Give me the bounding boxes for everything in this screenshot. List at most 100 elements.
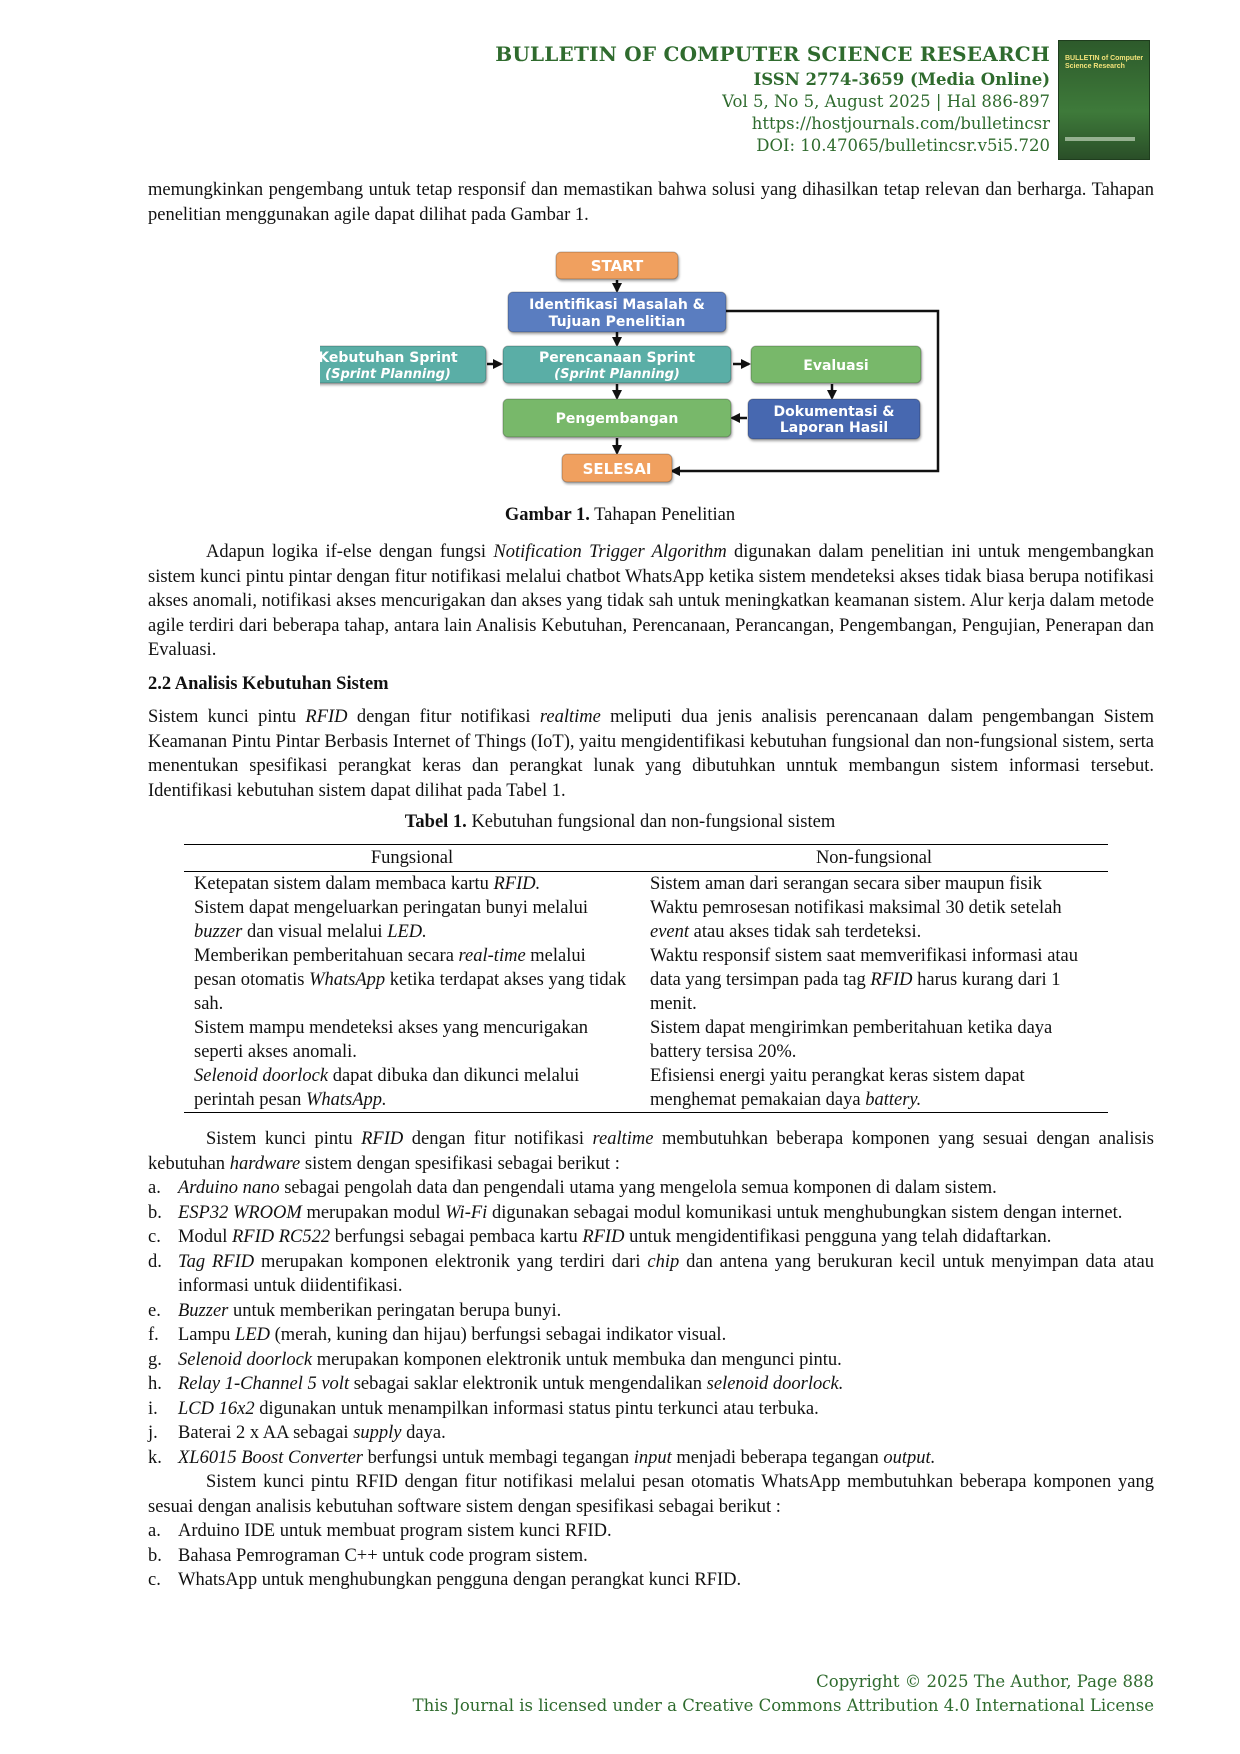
hardware-list-item: b.ESP32 WROOM merupakan modul Wi-Fi digu… <box>148 1201 1154 1226</box>
list-marker: a. <box>148 1178 161 1198</box>
italic-term: Wi-Fi <box>445 1202 488 1223</box>
label-evaluasi: Evaluasi <box>803 358 868 374</box>
italic-term: real-time <box>458 946 526 966</box>
figure-1-caption: Gambar 1. Tahapan Penelitian <box>0 505 1240 526</box>
table-header-fungsional: Fungsional <box>184 844 640 872</box>
hardware-list-item: d.Tag RFID merupakan komponen elektronik… <box>148 1250 1154 1299</box>
paragraph-analisis: Sistem kunci pintu RFID dengan fitur not… <box>148 705 1154 803</box>
text-run: Sistem mampu mendeteksi akses yang mencu… <box>194 1018 589 1062</box>
text-run: untuk mengidentifikasi pengguna yang tel… <box>624 1227 1052 1247</box>
italic-term: RFID <box>582 1227 625 1247</box>
node-identifikasi <box>507 291 727 333</box>
label-perencanaan-1: Perencanaan Sprint <box>539 350 695 366</box>
italic-term: Selenoid doorlock <box>178 1349 313 1370</box>
p2-text-a: Adapun logika if-else dengan fungsi <box>206 542 494 562</box>
italic-term: RFID <box>870 970 913 990</box>
software-list-item: b.Bahasa Pemrograman C++ untuk code prog… <box>148 1544 1154 1569</box>
table-caption-text: Kebutuhan fungsional dan non-fungsional … <box>466 812 836 832</box>
table-cell-non-fungsional: Waktu pemrosesan notifikasi maksimal 30 … <box>640 896 1108 944</box>
footer-license[interactable]: This Journal is licensed under a Creativ… <box>412 1696 1154 1715</box>
cover-title: BULLETIN of Computer Science Research <box>1065 55 1144 70</box>
text-run: Efisiensi energi yaitu perangkat keras s… <box>650 1066 1025 1110</box>
table-row: Selenoid doorlock dapat dibuka dan dikun… <box>184 1064 1108 1113</box>
table-cell-non-fungsional: Waktu responsif sistem saat memverifikas… <box>640 944 1108 1016</box>
hardware-list-item: a. Arduino nano sebagai pengolah data dan… <box>148 1176 1154 1201</box>
journal-title: BULLETIN OF COMPUTER SCIENCE RESEARCH <box>495 42 1050 66</box>
p3-text-a: Sistem kunci pintu <box>148 707 306 727</box>
table-header-row: Fungsional Non-fungsional <box>184 844 1108 872</box>
table-row: Memberikan pemberitahuan secara real-tim… <box>184 944 1108 1016</box>
footer-copyright: Copyright © 2025 The Author, Page 888 <box>816 1672 1154 1691</box>
italic-term: XL6015 Boost Converter <box>178 1447 363 1468</box>
table-cell-non-fungsional: Sistem dapat mengirimkan pemberitahuan k… <box>640 1016 1108 1064</box>
hardware-list-item: j.Baterai 2 x AA sebagai supply daya. <box>148 1421 1154 1446</box>
italic-term: Arduino nano <box>178 1178 280 1198</box>
italic-term: WhatsApp. <box>306 1090 387 1110</box>
journal-doi[interactable]: DOI: 10.47065/bulletincsr.v5i5.720 <box>756 136 1050 155</box>
text-run: sebagai pengolah data dan pengendali uta… <box>279 1178 997 1198</box>
figure-caption-text: Tahapan Penelitian <box>589 505 736 525</box>
hardware-list-item: i.LCD 16x2 digunakan untuk menampilkan i… <box>148 1397 1154 1422</box>
text-run: Sistem aman dari serangan secara siber m… <box>650 874 1042 894</box>
text-run: Memberikan pemberitahuan secara <box>194 946 459 966</box>
list-marker: d. <box>148 1251 162 1272</box>
list-marker: c. <box>148 1570 161 1590</box>
table-cell-non-fungsional: Efisiensi energi yaitu perangkat keras s… <box>640 1064 1108 1113</box>
list-marker: b. <box>148 1545 162 1566</box>
p2-italic-algorithm: Notification Trigger Algorithm <box>493 542 727 562</box>
label-kebutuhan-2: (Sprint Planning) <box>325 367 451 382</box>
text-run: berfungsi sebagai pembaca kartu <box>330 1227 583 1247</box>
italic-term: RFID RC522 <box>231 1227 331 1247</box>
table-caption-label: Tabel 1. <box>404 812 467 832</box>
text-run: merupakan modul <box>301 1202 446 1223</box>
text-run: atau akses tidak sah terdeteksi. <box>689 922 922 942</box>
text-run: Lampu <box>178 1325 236 1345</box>
table-1-caption: Tabel 1. Kebutuhan fungsional dan non-fu… <box>0 812 1240 833</box>
text-run: Waktu responsif sistem saat memverifikas… <box>650 946 1079 990</box>
p4-text-a: Sistem kunci pintu <box>206 1129 362 1149</box>
text-run: digunakan sebagai modul komunikasi untuk… <box>487 1202 1123 1223</box>
p3-text-c: dengan fitur notifikasi <box>347 707 540 727</box>
text-run: menjadi beberapa tegangan <box>671 1447 884 1468</box>
italic-term: event <box>650 922 690 942</box>
list-marker: e. <box>148 1300 161 1321</box>
text-run: ketika terdapat akses yang tidak sah. <box>194 970 627 1014</box>
list-marker: f. <box>148 1325 159 1345</box>
list-item-text: Arduino IDE untuk membuat program sistem… <box>178 1521 612 1541</box>
node-pengembangan <box>502 398 732 438</box>
node-start <box>555 251 679 280</box>
table-row: Sistem dapat mengeluarkan peringatan bun… <box>184 896 1108 944</box>
p3-text-e: meliputi dua jenis analisis perencanaan … <box>148 707 1154 801</box>
p4-italic-realtime: realtime <box>592 1129 654 1149</box>
table-cell-fungsional: Ketepatan sistem dalam membaca kartu RFI… <box>184 872 640 897</box>
label-dokumentasi-1: Dokumentasi & <box>774 404 895 420</box>
text-run: merupakan komponen elektronik yang terdi… <box>254 1251 648 1272</box>
journal-issn: ISSN 2774-3659 (Media Online) <box>753 70 1050 89</box>
table-cell-fungsional: Sistem dapat mengeluarkan peringatan bun… <box>184 896 640 944</box>
journal-volume: Vol 5, No 5, August 2025 | Hal 886-897 <box>722 92 1050 111</box>
list-marker: i. <box>148 1398 158 1419</box>
italic-term: supply <box>353 1423 402 1443</box>
paragraph-hardware-intro: Sistem kunci pintu RFID dengan fitur not… <box>148 1127 1154 1176</box>
intro-paragraph: memungkinkan pengembang untuk tetap resp… <box>148 180 1154 225</box>
text-run: untuk memberikan peringatan berupa bunyi… <box>228 1300 562 1321</box>
p3-italic-rfid: RFID <box>305 707 348 727</box>
list-marker: a. <box>148 1521 161 1541</box>
text-run: dapat dibuka dan dikunci melalui perinta… <box>194 1066 580 1110</box>
label-identifikasi-2: Tujuan Penelitian <box>549 314 686 330</box>
paragraph-agile-logic: Adapun logika if-else dengan fungsi Noti… <box>148 540 1154 663</box>
label-identifikasi-1: Identifikasi Masalah & <box>529 297 705 313</box>
journal-url[interactable]: https://hostjournals.com/bulletincsr <box>751 114 1050 133</box>
p4-text-e: membutuhkan beberapa komponen yang sesua… <box>148 1129 1155 1174</box>
text-run: berfungsi untuk membagi tegangan <box>363 1447 634 1468</box>
text-run: harus kurang dari 1 menit. <box>650 970 1061 1014</box>
text-run: Modul <box>178 1227 232 1247</box>
label-perencanaan-2: (Sprint Planning) <box>554 367 680 382</box>
italic-term: Selenoid doorlock <box>194 1066 329 1086</box>
italic-term: battery. <box>865 1090 922 1110</box>
italic-term: buzzer <box>194 922 243 942</box>
cover-decoration <box>1065 137 1135 141</box>
list-marker: j. <box>148 1423 158 1443</box>
list-marker: k. <box>148 1447 162 1468</box>
node-selesai <box>561 453 673 483</box>
